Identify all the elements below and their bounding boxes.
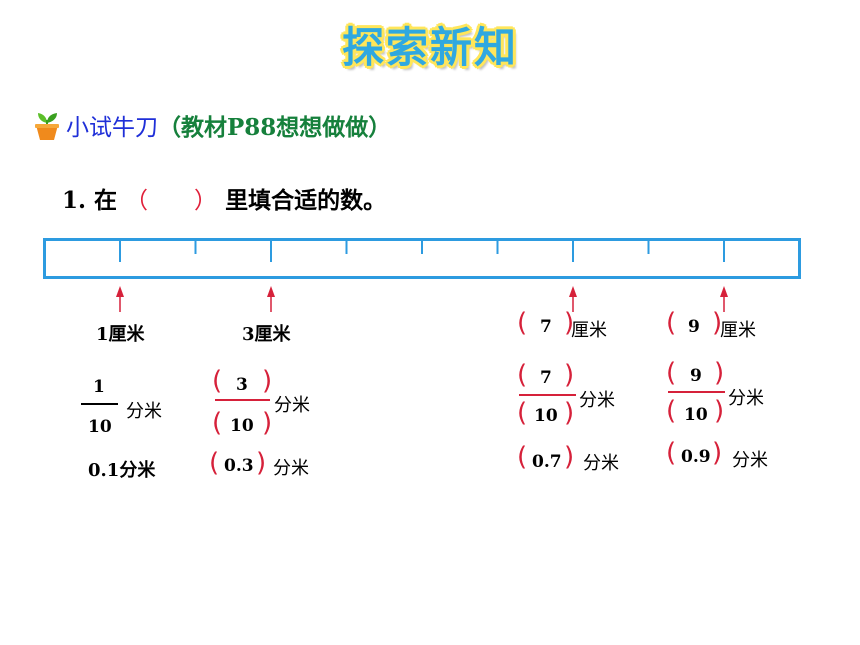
col3-paren-open: (	[517, 442, 528, 472]
col3-paren-close: )	[564, 308, 575, 338]
arrow-markers	[116, 286, 728, 312]
col4-frac-bar	[668, 391, 725, 393]
col3-cm-value: 7	[540, 317, 552, 337]
col1-cm-label: 1厘米	[96, 324, 145, 345]
col4-paren-close: )	[714, 396, 725, 426]
col4-cm-unit: 厘米	[720, 320, 756, 341]
col4-paren-open: (	[666, 358, 677, 388]
sprout-pot-icon	[35, 113, 59, 140]
col3-frac-numerator: 7	[540, 368, 552, 388]
blank-open: （	[125, 188, 149, 214]
col2-paren-close: )	[262, 408, 273, 438]
col2-paren-open: (	[212, 366, 223, 396]
col3-paren-open: (	[517, 360, 528, 390]
col3-frac-denominator: 10	[534, 406, 558, 426]
col2-paren-close: )	[256, 448, 267, 478]
question-suffix: 里填合适的数。	[225, 187, 387, 214]
col3-frac-unit: 分米	[579, 390, 615, 411]
ruler-arrow	[569, 286, 577, 312]
ruler	[43, 238, 801, 279]
col1-frac-denominator: 10	[88, 417, 112, 437]
col2-paren-open: (	[212, 408, 223, 438]
col3-decimal-unit: 分米	[583, 453, 619, 474]
col4-decimal-unit: 分米	[732, 450, 768, 471]
col2-paren-close: )	[262, 366, 273, 396]
col2-frac-unit: 分米	[274, 395, 310, 416]
col1-frac-bar	[81, 403, 118, 405]
col4-frac-numerator: 9	[690, 366, 702, 386]
col3-frac-bar	[519, 394, 576, 396]
ruler-arrow	[116, 286, 124, 312]
col4-paren-close: )	[712, 308, 723, 338]
col3-paren-open: (	[517, 398, 528, 428]
col1-frac-numerator: 1	[93, 377, 105, 397]
col1-decimal: 0.1分米	[88, 460, 156, 481]
col3-decimal: 0.7	[532, 452, 562, 472]
col4-paren-open: (	[666, 438, 677, 468]
col3-cm-unit: 厘米	[571, 320, 607, 341]
col2-paren-open: (	[209, 448, 220, 478]
col4-decimal: 0.9	[681, 447, 711, 467]
col4-paren-close: )	[714, 358, 725, 388]
col3-paren-open: (	[517, 308, 528, 338]
section-label: 小试牛刀	[66, 115, 158, 141]
col3-paren-close: )	[564, 398, 575, 428]
col4-paren-close: )	[712, 438, 723, 468]
question-prefix: 1. 在	[62, 187, 118, 214]
col3-paren-close: )	[564, 360, 575, 390]
ruler-arrow	[267, 286, 275, 312]
col4-paren-open: (	[666, 396, 677, 426]
col4-cm-value: 9	[688, 317, 700, 337]
col4-frac-denominator: 10	[684, 405, 708, 425]
col3-paren-close: )	[564, 442, 575, 472]
page-title: 探索新知	[341, 23, 518, 72]
col4-frac-unit: 分米	[728, 388, 764, 409]
section-heading: 小试牛刀 （教材P88想想做做）	[32, 108, 391, 142]
col2-cm-label: 3厘米	[242, 324, 291, 345]
section-source: （教材P88想想做做）	[158, 114, 392, 141]
ruler-arrow	[720, 286, 728, 312]
col4-paren-open: (	[666, 308, 677, 338]
col2-frac-denominator: 10	[230, 416, 254, 436]
col1-frac-unit: 分米	[126, 401, 162, 422]
col2-frac-numerator: 3	[236, 375, 248, 395]
col2-decimal-unit: 分米	[273, 458, 309, 479]
col2-frac-bar	[215, 399, 270, 401]
blank-close: ）	[194, 188, 218, 214]
col2-decimal: 0.3	[224, 456, 254, 476]
question-text: 1. 在 （ ） 里填合适的数。	[62, 181, 386, 215]
